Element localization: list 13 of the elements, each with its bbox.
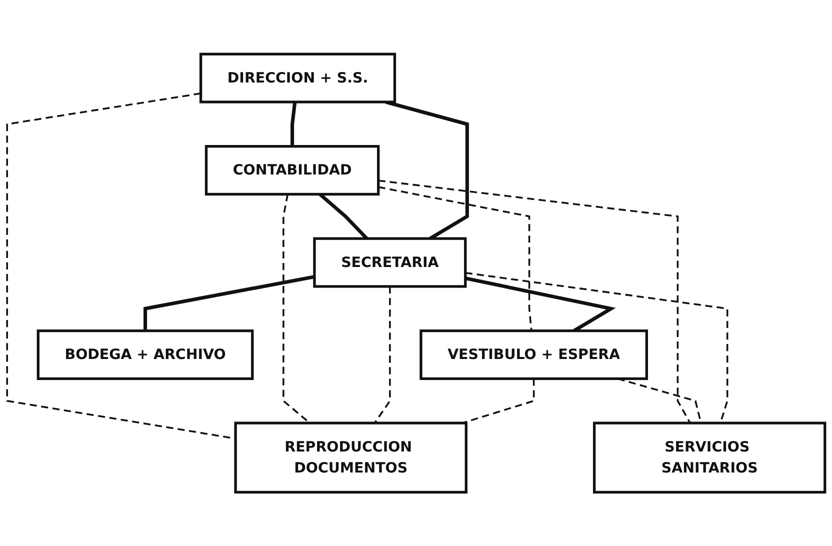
connector	[290, 102, 297, 146]
connector	[462, 378, 535, 424]
node-box: REPRODUCCION DOCUMENTOS	[234, 422, 468, 494]
node-box: VESTIBULO + ESPERA	[420, 329, 648, 380]
connector	[378, 180, 691, 424]
node-box: SERVICIOS SANITARIOS	[592, 422, 826, 494]
node-box: CONTABILIDAD	[204, 144, 380, 196]
connector	[374, 286, 391, 424]
connector	[378, 186, 532, 331]
node-box: DIRECCION + S.S.	[199, 52, 396, 104]
node-box: BODEGA + ARCHIVO	[36, 329, 254, 380]
connector	[143, 274, 315, 331]
node-box: SECRETARIA	[313, 237, 467, 288]
